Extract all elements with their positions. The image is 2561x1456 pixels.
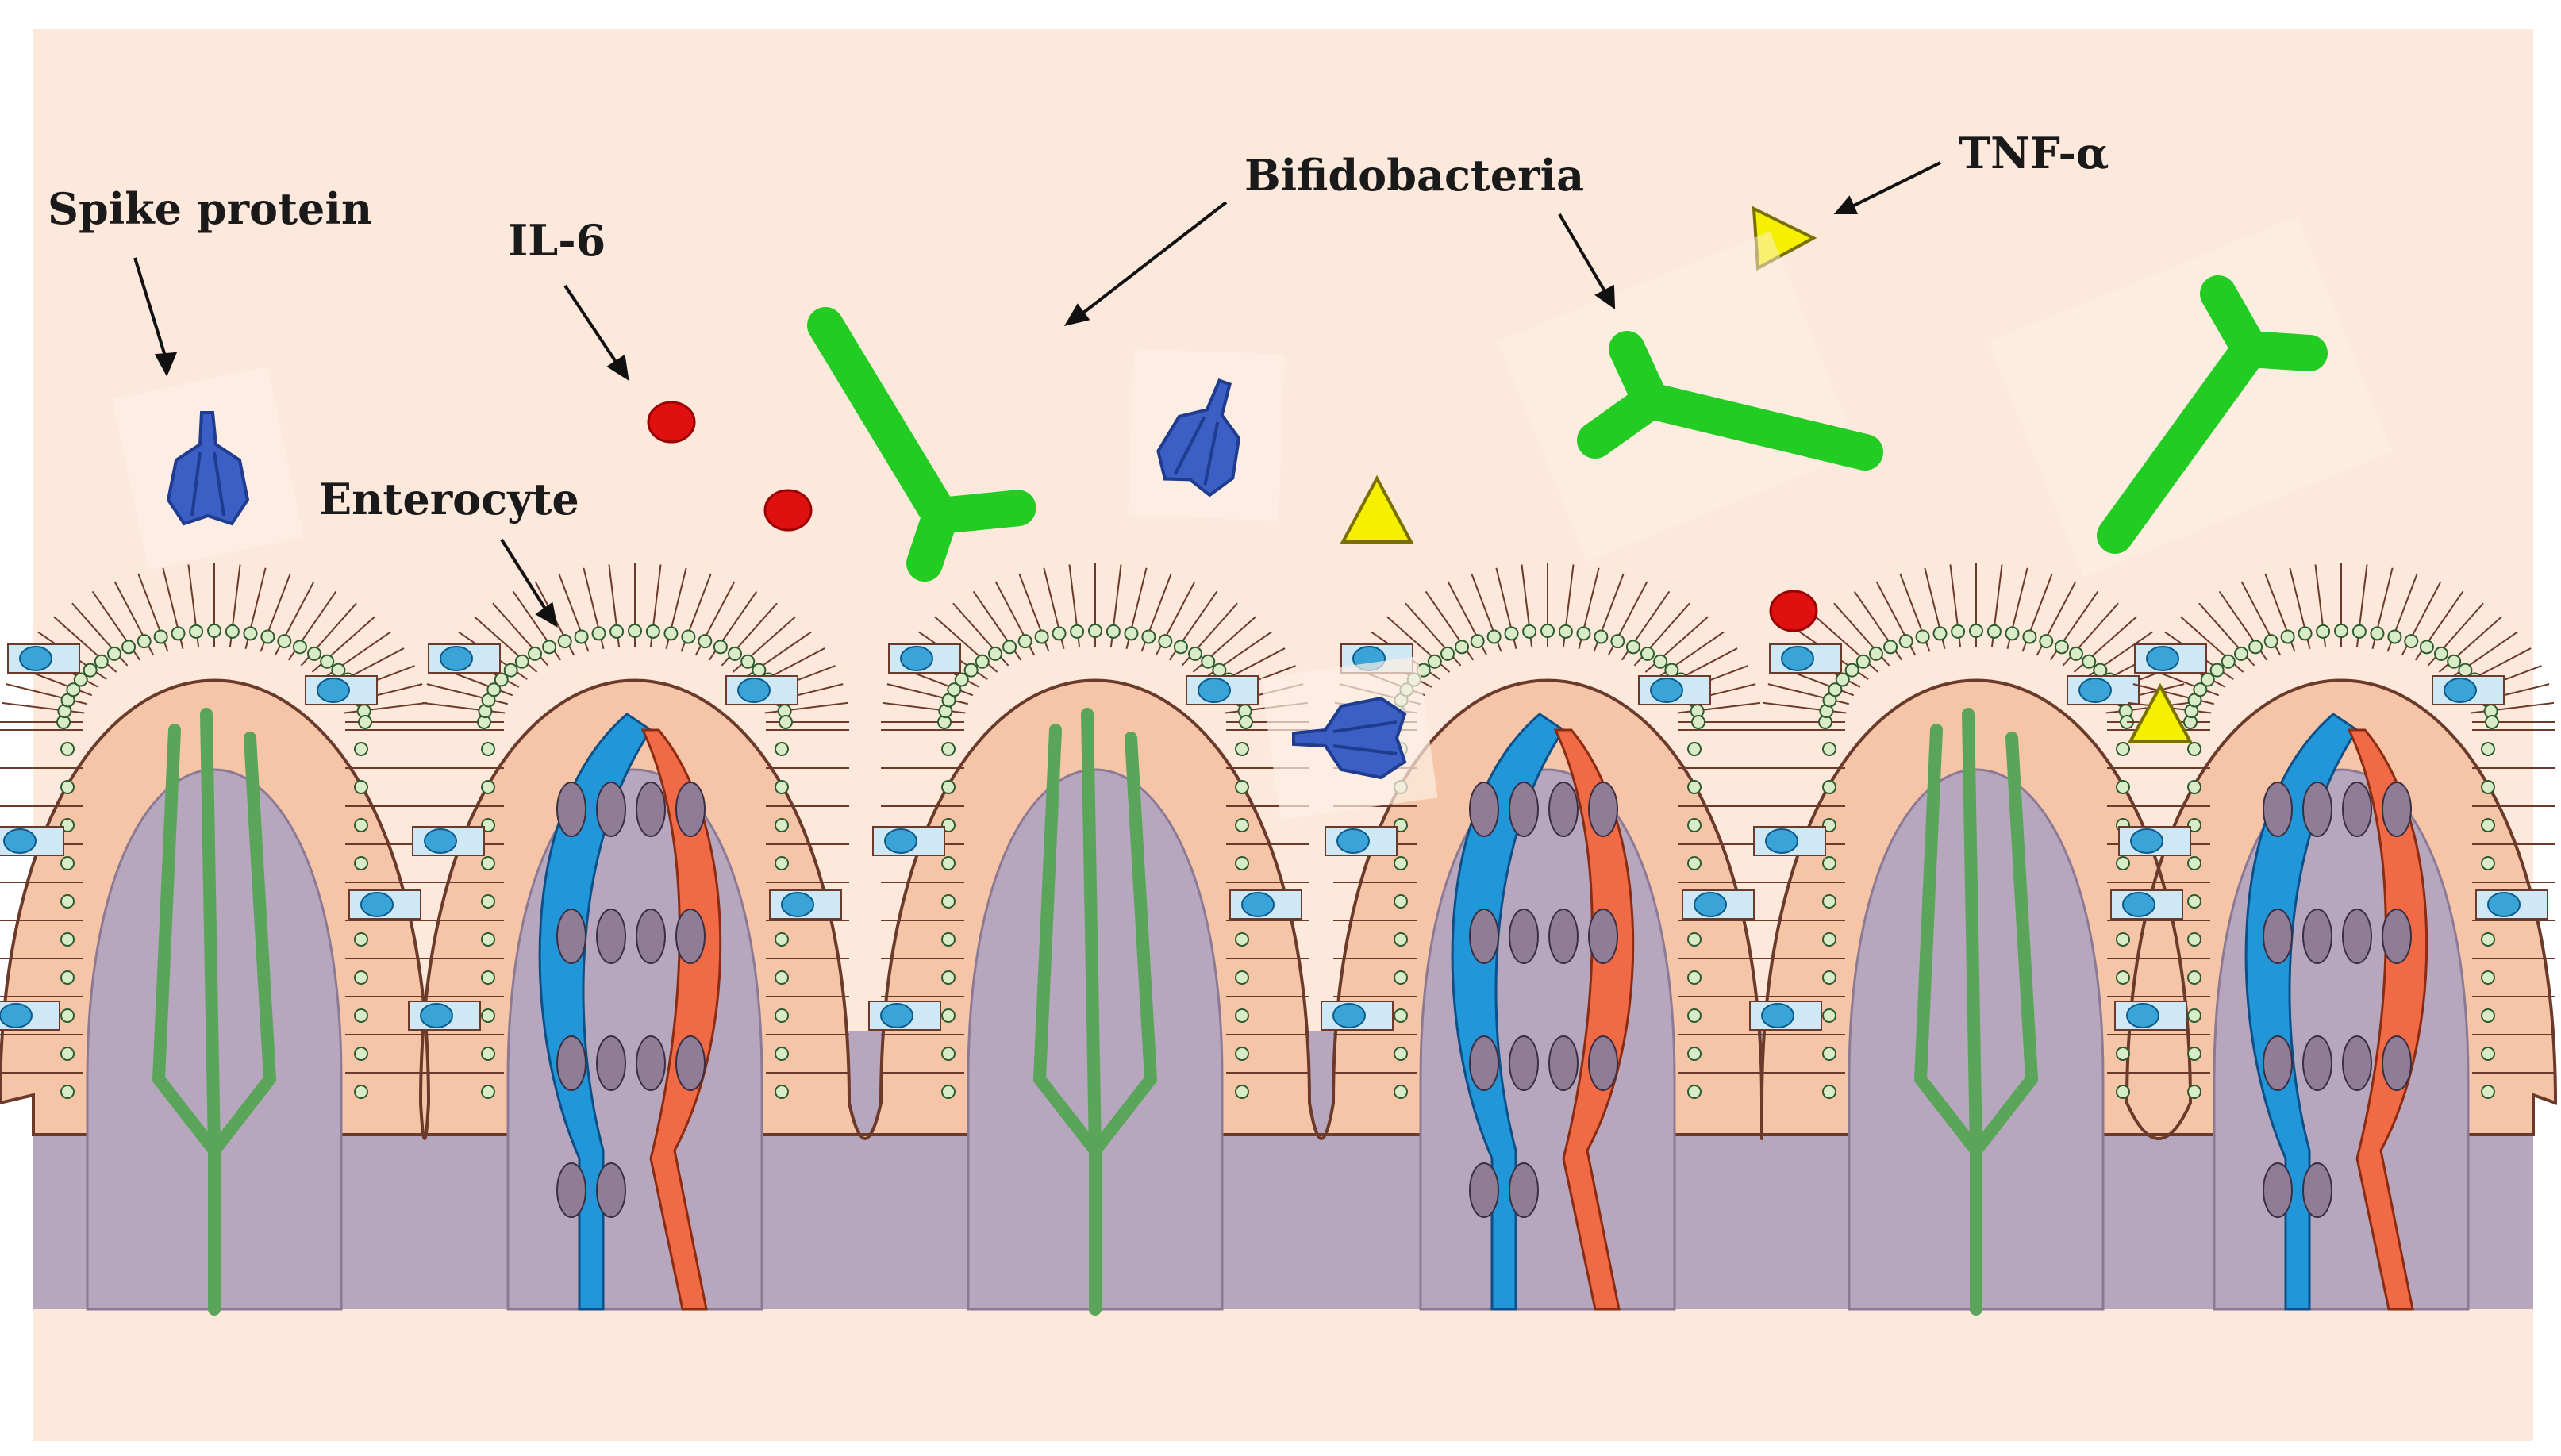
molecules xyxy=(112,206,2393,820)
spike-protein-icon xyxy=(1260,655,1438,820)
villus-icon xyxy=(2114,563,2555,1311)
bifidobacterium-icon xyxy=(1988,216,2393,578)
label-enterocyte: Enterocyte xyxy=(319,474,579,524)
il6-molecule-icon xyxy=(1769,590,1818,632)
villus-icon xyxy=(868,563,1309,1316)
spike-protein-icon xyxy=(1128,348,1285,521)
villus-icon xyxy=(0,563,429,1316)
tnf-alpha-triangle-icon xyxy=(2127,682,2194,743)
label-il6: IL-6 xyxy=(508,215,606,266)
annotation-arrows xyxy=(133,161,1941,628)
villus-icon xyxy=(1321,563,1762,1311)
label-bifidobacteria: Bifidobacteria xyxy=(1244,150,1584,201)
il6-molecule-icon xyxy=(647,401,696,444)
spike-protein-icon xyxy=(112,366,304,570)
villus-icon xyxy=(1749,563,2190,1316)
bifidobacterium-icon xyxy=(1498,231,1883,563)
villi-group xyxy=(0,563,2558,1316)
label-tnf-alpha: TNF-α xyxy=(1959,128,2109,179)
tnf-alpha-triangle-icon xyxy=(1340,474,1414,544)
il6-molecule-icon xyxy=(763,489,813,532)
bifidobacterium-icon xyxy=(807,307,1038,582)
label-spike-protein: Spike protein xyxy=(48,183,372,234)
villus-icon xyxy=(408,563,849,1311)
